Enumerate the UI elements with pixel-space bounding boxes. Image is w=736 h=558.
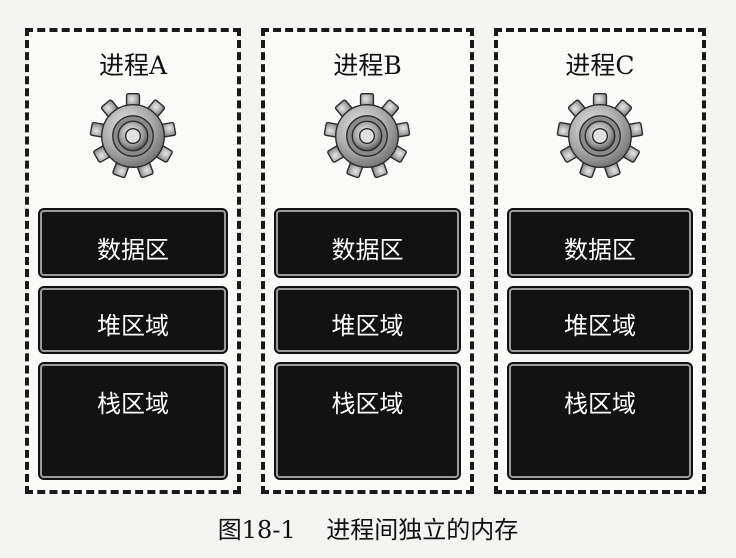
heap-region-label: 堆区域	[331, 312, 404, 340]
data-region: 数据区	[274, 208, 461, 278]
process-c: 进程C 数据区 堆区域 栈区域	[494, 28, 706, 494]
data-region: 数据区	[38, 208, 228, 278]
process-c-title: 进程C	[565, 51, 635, 80]
data-region-label: 数据区	[331, 236, 404, 264]
heap-region: 堆区域	[274, 286, 461, 354]
data-region: 数据区	[507, 208, 693, 278]
gear-icon	[556, 92, 644, 179]
heap-region: 堆区域	[38, 286, 228, 354]
stack-region: 栈区域	[38, 362, 228, 480]
process-b-title: 进程B	[333, 51, 402, 80]
stack-region-label: 栈区域	[331, 390, 404, 418]
process-a: 进程A 数据区 堆区域 栈区域	[25, 28, 241, 494]
figure-caption: 图18-1 进程间独立的内存	[217, 516, 519, 544]
data-region-label: 数据区	[564, 236, 636, 264]
stack-region-label: 栈区域	[564, 390, 636, 418]
heap-region: 堆区域	[507, 286, 693, 354]
heap-region-label: 堆区域	[564, 312, 636, 340]
gear-icon	[323, 92, 411, 179]
stack-region: 栈区域	[507, 362, 693, 480]
heap-region-label: 堆区域	[97, 312, 169, 340]
process-b: 进程B 数据区 堆区域 栈区域	[261, 28, 474, 494]
process-a-title: 进程A	[98, 51, 168, 80]
data-region-label: 数据区	[97, 236, 169, 264]
stack-region-label: 栈区域	[97, 390, 169, 418]
stack-region: 栈区域	[274, 362, 461, 480]
gear-icon	[89, 92, 177, 179]
